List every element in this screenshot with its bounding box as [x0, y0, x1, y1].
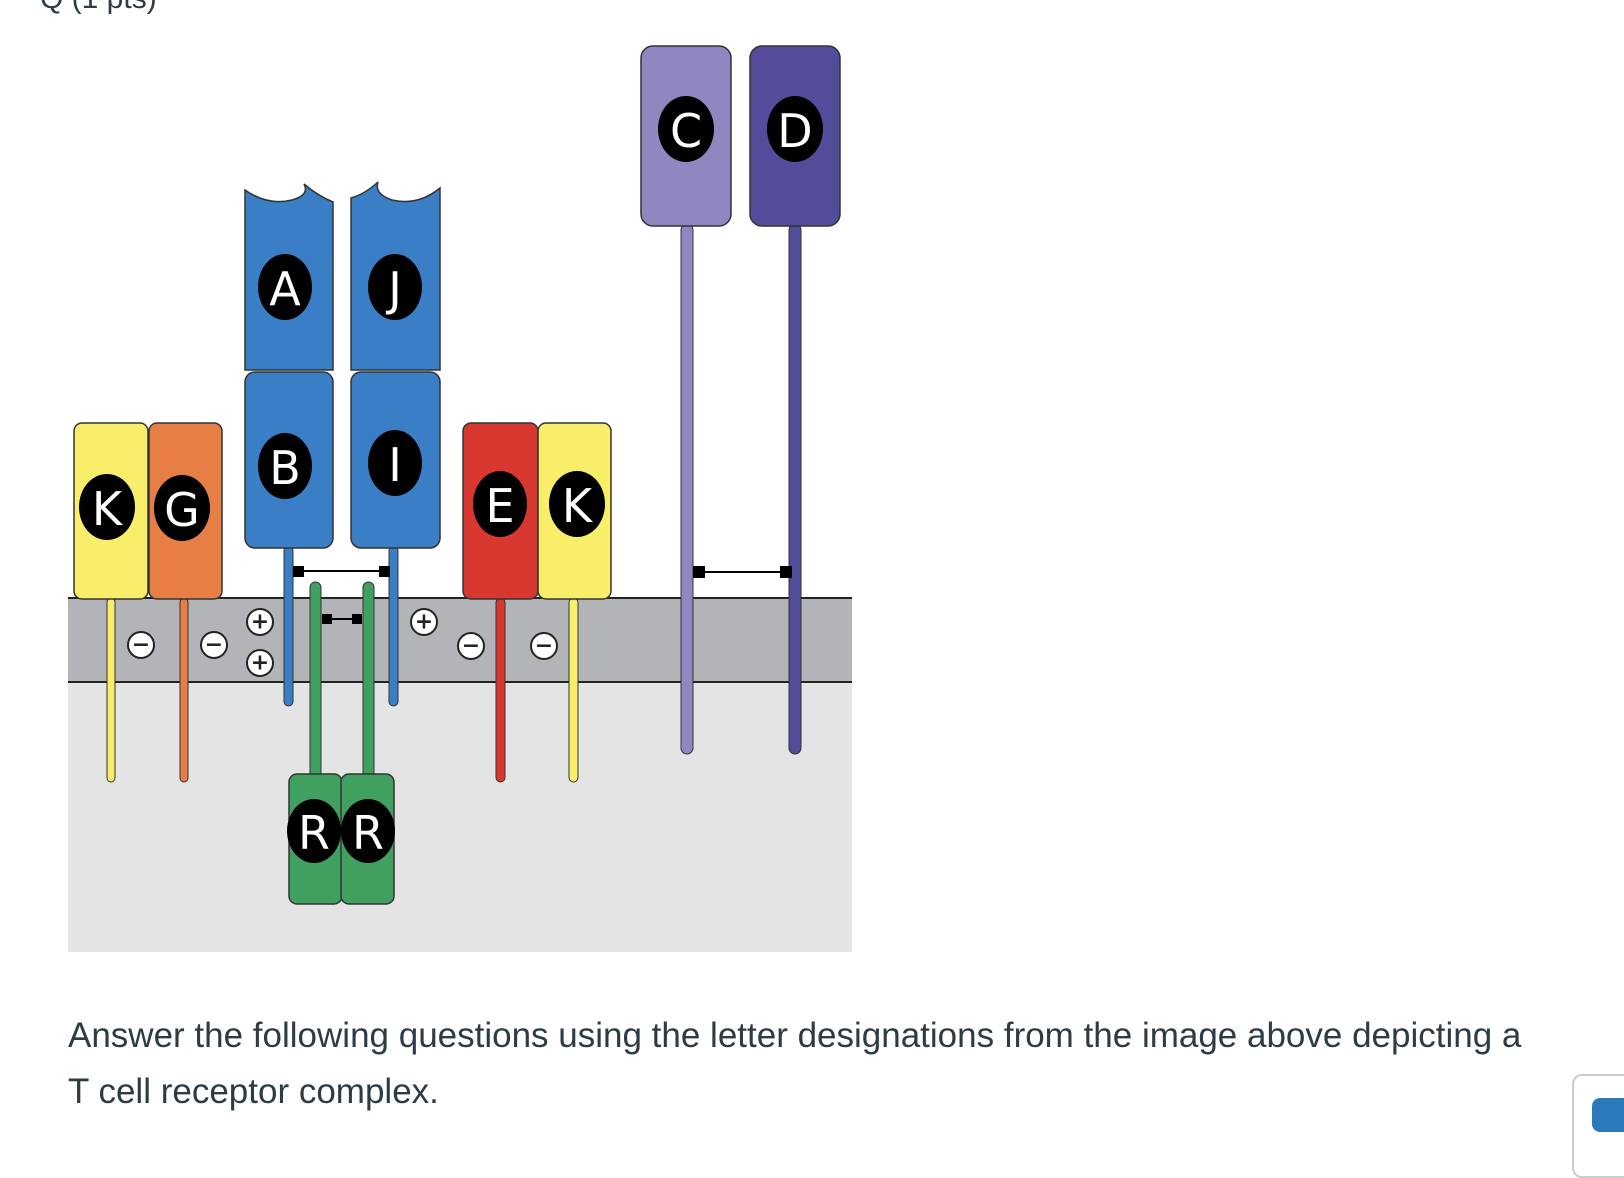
molecule-d: D: [749, 45, 841, 755]
label-k-left-circle: [79, 474, 135, 540]
label-k-right: K: [562, 479, 594, 533]
zeta-chain-pair: R R: [287, 581, 395, 905]
molecule-k-right: K: [537, 422, 612, 783]
label-g-circle: [154, 475, 210, 541]
label-k-left: K: [92, 482, 124, 536]
question-text: Answer the following questions using the…: [68, 1016, 1522, 1111]
tcr-chain-left: A B: [244, 183, 334, 707]
tcr-disulfide-bond: [293, 566, 390, 577]
label-a-circle: [258, 254, 312, 320]
label-e: E: [485, 479, 514, 533]
label-c-circle: [658, 96, 714, 162]
svg-text:−: −: [462, 634, 480, 659]
label-a: A: [269, 262, 301, 316]
label-i: I: [388, 438, 402, 492]
label-r-left: R: [298, 806, 330, 860]
label-d-circle: [767, 96, 823, 162]
molecule-e: E: [462, 422, 539, 783]
svg-text:+: +: [251, 610, 269, 635]
svg-text:−: −: [132, 633, 150, 658]
molecule-k-left: K: [73, 422, 149, 783]
label-j-circle: [368, 254, 422, 320]
label-r-left-circle: [287, 799, 341, 863]
label-i-circle: [368, 430, 422, 496]
label-b-circle: [258, 433, 312, 499]
label-k-right-circle: [549, 471, 605, 537]
label-j: J: [385, 262, 402, 316]
label-e-circle: [473, 471, 527, 537]
cd-disulfide-bond: [693, 566, 792, 578]
label-r-right: R: [352, 806, 384, 860]
svg-text:−: −: [535, 634, 553, 659]
previous-question-header: Q (1 pts): [40, 0, 157, 16]
charge-minus-g: −: [200, 631, 228, 659]
label-r-right-circle: [341, 799, 395, 863]
molecule-c: C: [640, 45, 732, 755]
charge-minus-e: −: [457, 632, 485, 660]
cytoplasm-region: [68, 682, 852, 952]
label-c: C: [670, 104, 702, 158]
label-d: D: [777, 104, 812, 158]
charge-plus-lower: +: [246, 649, 274, 677]
charge-plus-upper: +: [246, 608, 274, 636]
molecule-g: G: [148, 422, 223, 783]
chat-widget-button[interactable]: [1572, 1074, 1624, 1178]
tcr-chain-right: J I: [350, 181, 441, 707]
tcr-complex-diagram: K G A B J I R: [68, 45, 852, 952]
svg-text:+: +: [251, 651, 269, 676]
svg-text:+: +: [415, 610, 433, 635]
label-g: G: [164, 483, 200, 537]
svg-text:−: −: [205, 633, 223, 658]
label-b: B: [269, 441, 301, 495]
charge-minus-k-left: −: [127, 631, 155, 659]
charge-minus-k-right: −: [530, 632, 558, 660]
charge-plus-right: +: [410, 608, 438, 636]
chat-icon: [1592, 1098, 1624, 1132]
